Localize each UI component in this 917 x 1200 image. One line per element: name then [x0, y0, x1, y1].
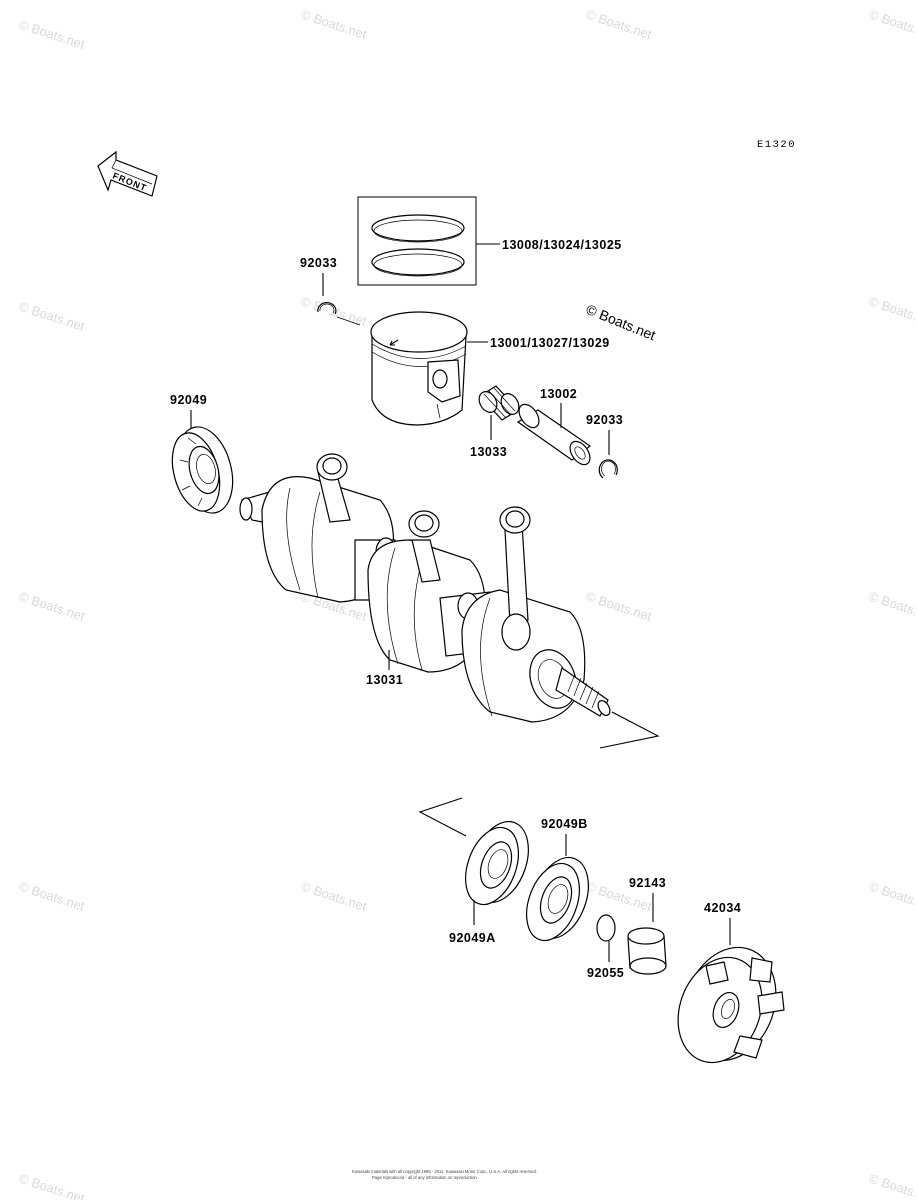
coupling-42034: [677, 946, 785, 1064]
watermark: © Boats.net: [584, 589, 654, 624]
watermark: © Boats.net: [17, 589, 87, 624]
part-label-92049: 92049: [170, 393, 207, 407]
circlip-top: [317, 302, 337, 315]
piston: [370, 311, 468, 426]
part-label-92143: 92143: [629, 876, 666, 890]
watermark: © Boats.net: [867, 1171, 917, 1200]
part-label-13008: 13008/13024/13025: [502, 238, 622, 252]
watermark: © Boats.net: [17, 299, 87, 334]
o-ring-92055: [596, 914, 616, 942]
watermark: © Boats.net: [867, 879, 917, 914]
oil-seal-92049A: [465, 820, 529, 906]
oil-seal-left: [171, 426, 234, 514]
watermark: © Boats.net: [299, 7, 369, 42]
piston-ring-set: [357, 196, 477, 286]
watermark: © Boats.net: [17, 879, 87, 914]
part-label-13033: 13033: [470, 445, 507, 459]
part-label-92055: 92055: [587, 966, 624, 980]
watermark: © Boats.net: [299, 879, 369, 914]
watermark: © Boats.net: [867, 294, 917, 329]
watermark: © Boats.net: [584, 7, 654, 42]
crankshaft: [239, 453, 611, 723]
piston-pin: [516, 403, 592, 466]
watermark: © Boats.net: [17, 1171, 87, 1200]
needle-bearing: [478, 385, 520, 421]
part-label-13001: 13001/13027/13029: [490, 336, 610, 350]
part-label-13031: 13031: [366, 673, 403, 687]
oil-seal-92049B: [526, 856, 589, 942]
part-label-92033-top: 92033: [300, 256, 337, 270]
front-arrow-icon: FRONT: [97, 150, 158, 197]
part-label-92049A: 92049A: [449, 931, 496, 945]
circlip-right: [598, 459, 618, 479]
watermark: © Boats.net: [867, 7, 917, 42]
diagram-code: E1320: [757, 139, 796, 151]
part-label-92049B: 92049B: [541, 817, 588, 831]
part-label-13002: 13002: [540, 387, 577, 401]
break-line-lower: [418, 797, 467, 837]
watermark: © Boats.net: [17, 17, 87, 52]
watermark: © Boats.net: [867, 589, 917, 624]
footer-line-1: Kawasaki materials with all copyright 19…: [352, 1169, 537, 1174]
part-label-42034: 42034: [704, 901, 741, 915]
collar-92143: [627, 927, 667, 975]
footer-line-2: Page reproduced - all of any information…: [372, 1175, 478, 1180]
part-label-92033-right: 92033: [586, 413, 623, 427]
break-line-upper: [599, 711, 660, 749]
